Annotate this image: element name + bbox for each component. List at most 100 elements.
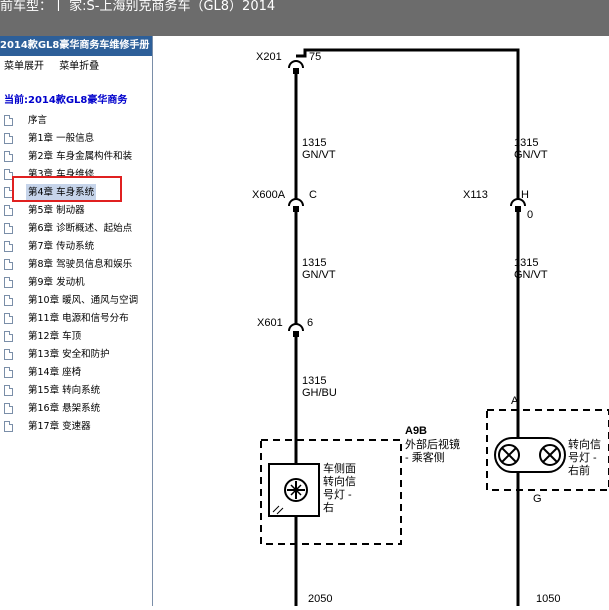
a9b-line1: 外部后视镜 xyxy=(405,437,460,451)
highlight-box xyxy=(12,176,122,202)
tree-item-label: 第1章 一般信息 xyxy=(28,133,95,144)
tree-item[interactable]: 第3章 车身维修 xyxy=(0,166,152,184)
sidebar: 2014款GL8豪华商务车维修手册 菜单展开 菜单折叠 当前:2014款GL8豪… xyxy=(0,36,153,606)
pin-a: A xyxy=(511,395,519,407)
tree-item-label: 第13章 安全和防护 xyxy=(28,349,110,360)
document-icon xyxy=(4,223,13,234)
a9b-box xyxy=(260,439,402,545)
document-icon xyxy=(4,259,13,270)
w2-color: GN/VT xyxy=(302,269,336,281)
document-icon xyxy=(4,367,13,378)
x601-pin: 6 xyxy=(307,317,313,329)
tree-item[interactable]: 第9章 发动机 xyxy=(0,274,152,292)
turn-lamp-line1: 转向信 xyxy=(568,437,601,451)
turn-lamp-line2: 号灯 - xyxy=(568,451,597,464)
document-icon xyxy=(4,133,13,144)
sidebar-title: 2014款GL8豪华商务车维修手册 xyxy=(0,36,152,56)
w3-num: 1315 xyxy=(302,375,326,387)
w6-num: 2050 xyxy=(308,593,332,605)
w5-num: 1315 xyxy=(514,257,538,269)
tree-item[interactable]: 第1章 一般信息 xyxy=(0,130,152,148)
tree-item-label: 第16章 悬架系统 xyxy=(28,403,101,414)
tree-item-label: 第5章 制动器 xyxy=(28,205,85,216)
tree-item[interactable]: 第7章 传动系统 xyxy=(0,238,152,256)
document-icon xyxy=(4,331,13,342)
x201-label: X201 xyxy=(256,51,282,63)
w4-num: 1315 xyxy=(514,137,538,149)
tree-item-label: 第17章 变速器 xyxy=(28,421,91,432)
w4-color: GN/VT xyxy=(514,149,548,161)
wire-top-right xyxy=(296,48,520,606)
connector-x113-icon xyxy=(510,198,526,207)
connector-x600a-icon xyxy=(288,198,304,207)
tree-item-label: 第15章 转向系统 xyxy=(28,385,101,396)
x113-other: 0 xyxy=(527,209,533,221)
tree-item[interactable]: 第11章 电源和信号分布 xyxy=(0,310,152,328)
x600a-label: X600A xyxy=(252,189,286,201)
tree-item[interactable]: 第13章 安全和防护 xyxy=(0,346,152,364)
sidebar-tools: 菜单展开 菜单折叠 xyxy=(0,56,152,78)
pin-g: G xyxy=(533,493,542,505)
tree-item[interactable]: 第12章 车顶 xyxy=(0,328,152,346)
document-icon xyxy=(4,349,13,360)
tree-item[interactable]: 第6章 诊断概述、起始点 xyxy=(0,220,152,238)
tree-item-label: 第14章 座椅 xyxy=(28,367,82,378)
menu-collapse-button[interactable]: 菜单折叠 xyxy=(59,61,100,72)
tree-item[interactable]: 第17章 变速器 xyxy=(0,418,152,436)
x113-pin: H xyxy=(521,189,529,201)
tree-item-label: 第9章 发动机 xyxy=(28,277,85,288)
tree-item[interactable]: 第15章 转向系统 xyxy=(0,382,152,400)
document-icon xyxy=(4,421,13,432)
connector-x201-icon xyxy=(288,60,304,69)
side-lamp-line1: 车侧面 xyxy=(323,461,356,475)
current-path: 当前:2014款GL8豪华商务 xyxy=(4,95,128,106)
w7-num: 1050 xyxy=(536,593,560,605)
document-icon xyxy=(4,115,13,126)
w1-color: GN/VT xyxy=(302,149,336,161)
x201-pin: 75 xyxy=(309,51,321,63)
a9b-id: A9B xyxy=(405,425,427,437)
tree-item-label: 第4章 车身系统 xyxy=(26,184,97,202)
x113-label: X113 xyxy=(463,189,488,201)
tree-item-label: 第6章 诊断概述、起始点 xyxy=(28,223,133,234)
tree-item[interactable]: 第8章 驾驶员信息和娱乐 xyxy=(0,256,152,274)
tree-item[interactable]: 序言 xyxy=(0,112,152,130)
tree-item[interactable]: 第4章 车身系统 xyxy=(0,184,152,202)
document-icon xyxy=(4,277,13,288)
vehicle-model-text: 前车型：丨 家:S-上海别克商务车（GL8）2014 xyxy=(0,0,276,14)
x601-label: X601 xyxy=(257,317,283,329)
tree-item-label: 序言 xyxy=(28,115,48,126)
document-icon xyxy=(4,241,13,252)
tree-item[interactable]: 第5章 制动器 xyxy=(0,202,152,220)
document-icon xyxy=(4,313,13,324)
w3-color: GH/BU xyxy=(302,387,337,399)
x600a-pin: C xyxy=(309,189,317,201)
tree-item-label: 第10章 暖风、通风与空调 xyxy=(28,295,139,306)
connector-x601-icon xyxy=(288,323,304,332)
tree-item[interactable]: 第10章 暖风、通风与空调 xyxy=(0,292,152,310)
top-vehicle-bar: 前车型：丨 家:S-上海别克商务车（GL8）2014 xyxy=(0,0,609,36)
document-icon xyxy=(4,151,13,162)
tree-item[interactable]: 第2章 车身金属构件和装 xyxy=(0,148,152,166)
tree-item-label: 第2章 车身金属构件和装 xyxy=(28,151,133,162)
w5-color: GN/VT xyxy=(514,269,548,281)
tree-item[interactable]: 第16章 悬架系统 xyxy=(0,400,152,418)
tree-item[interactable]: 第14章 座椅 xyxy=(0,364,152,382)
side-lamp-line4: 右 xyxy=(323,500,334,514)
tree-item-label: 第12章 车顶 xyxy=(28,331,82,342)
document-icon xyxy=(4,385,13,396)
document-icon xyxy=(4,295,13,306)
tree-item-label: 第11章 电源和信号分布 xyxy=(28,313,129,324)
document-icon xyxy=(4,169,13,180)
tree-item-label: 第7章 传动系统 xyxy=(28,241,95,252)
tree-item-label: 第8章 驾驶员信息和娱乐 xyxy=(28,259,133,270)
menu-expand-button[interactable]: 菜单展开 xyxy=(4,61,44,72)
turn-lamp-box xyxy=(486,409,609,491)
w1-num: 1315 xyxy=(302,137,326,149)
wiring-diagram: X201 75 X600A C X601 6 X113 H 0 1315 GN/… xyxy=(153,36,609,606)
turn-lamp-line3: 右前 xyxy=(568,463,590,477)
document-icon xyxy=(4,403,13,414)
document-icon xyxy=(4,205,13,216)
lamp-icon xyxy=(284,478,308,502)
a9b-line2: - 乘客侧 xyxy=(405,450,445,464)
